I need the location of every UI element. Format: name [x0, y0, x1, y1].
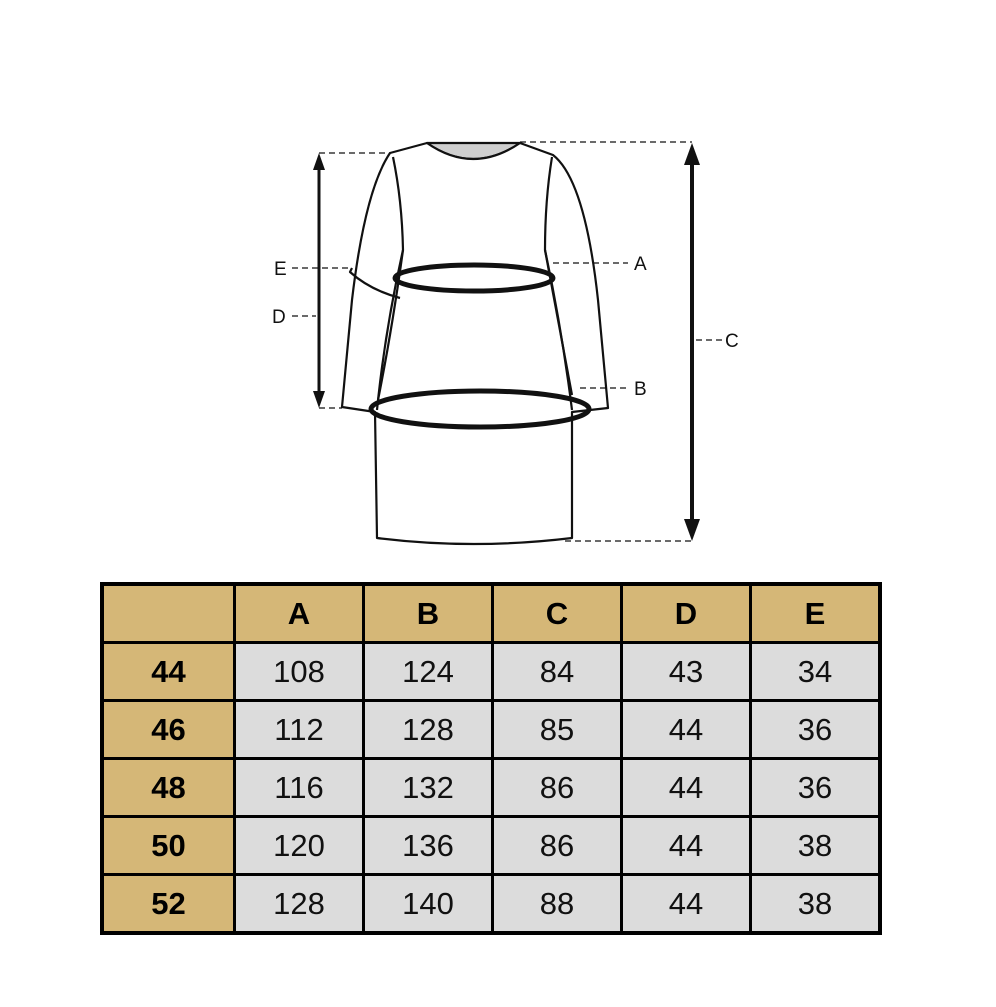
value-cell: 36 [749, 699, 882, 760]
header-cell: C [491, 582, 623, 644]
header-cell: B [362, 582, 494, 644]
right-sleeve-inner [543, 249, 574, 396]
sleeve-measure-curl [348, 267, 401, 300]
value-cell: 120 [233, 815, 365, 876]
table-row: 44 108 124 84 43 34 [100, 641, 882, 702]
table-row: 50 120 136 86 44 38 [100, 815, 882, 876]
length-arrow-d [313, 153, 325, 408]
value-cell: 44 [620, 873, 752, 935]
value-cell: 44 [620, 757, 752, 818]
size-cell: 48 [100, 757, 236, 818]
value-cell: 132 [362, 757, 494, 818]
value-cell: 112 [233, 699, 365, 760]
value-cell: 43 [620, 641, 752, 702]
value-cell: 128 [362, 699, 494, 760]
label-b: B [634, 379, 647, 400]
measure-loop-b [368, 388, 592, 430]
dress-measurement-diagram: E D A B C [272, 141, 739, 546]
value-cell: 36 [749, 757, 882, 818]
size-cell: 46 [100, 699, 236, 760]
size-cell: 50 [100, 815, 236, 876]
label-d: D [272, 307, 286, 328]
header-cell: D [620, 582, 752, 644]
value-cell: 86 [491, 757, 623, 818]
label-a: A [634, 254, 647, 275]
value-cell: 116 [233, 757, 365, 818]
value-cell: 128 [233, 873, 365, 935]
value-cell: 44 [620, 815, 752, 876]
left-sleeve-inner [376, 249, 405, 401]
measure-loop-a [392, 262, 556, 294]
value-cell: 108 [233, 641, 365, 702]
value-cell: 44 [620, 699, 752, 760]
size-cell: 44 [100, 641, 236, 702]
value-cell: 86 [491, 815, 623, 876]
size-table: A B C D E 44 108 124 84 43 34 46 112 128… [100, 582, 882, 935]
value-cell: 38 [749, 873, 882, 935]
value-cell: 85 [491, 699, 623, 760]
value-cell: 34 [749, 641, 882, 702]
value-cell: 88 [491, 873, 623, 935]
value-cell: 84 [491, 641, 623, 702]
label-e: E [274, 259, 287, 280]
table-row: 52 128 140 88 44 38 [100, 873, 882, 935]
header-cell [100, 582, 236, 644]
size-cell: 52 [100, 873, 236, 935]
table-header-row: A B C D E [100, 582, 882, 644]
value-cell: 136 [362, 815, 494, 876]
dress-outline [340, 141, 610, 546]
table-row: 46 112 128 85 44 36 [100, 699, 882, 760]
header-cell: E [749, 582, 882, 644]
label-c: C [725, 331, 739, 352]
value-cell: 124 [362, 641, 494, 702]
value-cell: 140 [362, 873, 494, 935]
table-row: 48 116 132 86 44 36 [100, 757, 882, 818]
header-cell: A [233, 582, 365, 644]
length-arrow-c [684, 143, 700, 541]
value-cell: 38 [749, 815, 882, 876]
